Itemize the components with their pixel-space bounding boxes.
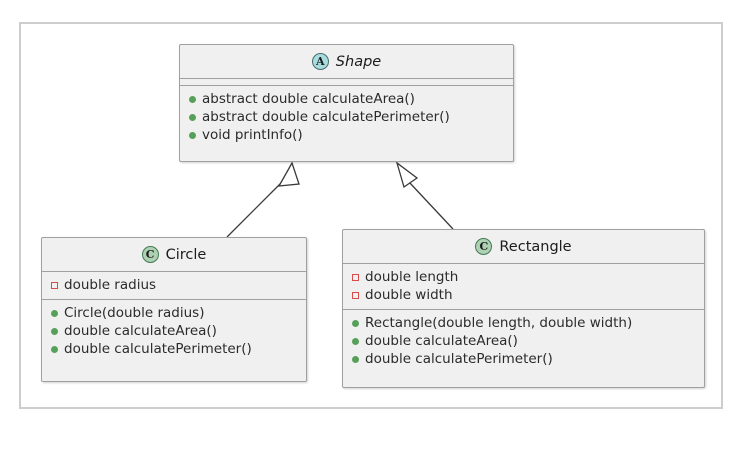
class-box-shape[interactable]: A Shape abstract double calculateArea() … — [179, 44, 514, 162]
methods-compartment-circle: Circle(double radius) double calculateAr… — [42, 300, 306, 363]
method-label: Rectangle(double length, double width) — [365, 315, 633, 331]
public-method-icon — [352, 319, 359, 327]
header-divider-circle — [42, 271, 306, 272]
method-row: abstract double calculatePerimeter() — [180, 108, 513, 126]
attribute-row: double length — [343, 268, 704, 286]
class-box-circle[interactable]: C Circle double radius Circle(double rad… — [41, 237, 307, 382]
class-title-rectangle: Rectangle — [499, 238, 572, 255]
method-label: double calculatePerimeter() — [365, 351, 553, 367]
private-field-icon — [352, 273, 359, 281]
class-header-rectangle: C Rectangle — [343, 230, 704, 263]
attributes-compartment-circle: double radius — [42, 272, 306, 299]
private-field-icon — [51, 281, 58, 289]
method-row: void printInfo() — [180, 126, 513, 144]
method-label: abstract double calculateArea() — [202, 91, 415, 107]
class-title-circle: Circle — [165, 246, 207, 263]
method-label: double calculatePerimeter() — [64, 341, 252, 357]
method-label: abstract double calculatePerimeter() — [202, 109, 450, 125]
private-field-icon — [352, 291, 359, 299]
method-row: Circle(double radius) — [42, 304, 306, 322]
public-method-icon — [51, 309, 58, 317]
method-label: double calculateArea() — [64, 323, 217, 339]
public-method-icon — [189, 131, 196, 139]
method-row: abstract double calculateArea() — [180, 90, 513, 108]
attributes-divider-rectangle — [343, 309, 704, 310]
attributes-divider-shape — [180, 85, 513, 86]
concrete-class-icon: C — [141, 246, 159, 263]
method-row: double calculatePerimeter() — [42, 340, 306, 358]
public-method-icon — [189, 95, 196, 103]
methods-compartment-rectangle: Rectangle(double length, double width) d… — [343, 310, 704, 373]
attribute-label: double width — [365, 287, 453, 303]
attribute-row: double width — [343, 286, 704, 304]
concrete-class-icon: C — [475, 238, 493, 255]
attribute-label: double length — [365, 269, 459, 285]
method-label: void printInfo() — [202, 127, 303, 143]
attribute-label: double radius — [64, 277, 157, 293]
methods-compartment-shape: abstract double calculateArea() abstract… — [180, 86, 513, 149]
public-method-icon — [51, 327, 58, 335]
method-row: double calculatePerimeter() — [343, 350, 704, 368]
public-method-icon — [189, 113, 196, 121]
method-row: double calculateArea() — [343, 332, 704, 350]
attribute-row: double radius — [42, 276, 306, 294]
method-label: double calculateArea() — [365, 333, 518, 349]
class-title-shape: Shape — [335, 53, 382, 70]
method-row: Rectangle(double length, double width) — [343, 314, 704, 332]
header-divider-rectangle — [343, 263, 704, 264]
method-label: Circle(double radius) — [64, 305, 205, 321]
header-divider-shape — [180, 78, 513, 79]
abstract-class-icon: A — [311, 53, 329, 70]
public-method-icon — [352, 355, 359, 363]
class-box-rectangle[interactable]: C Rectangle double length double width R… — [342, 229, 705, 388]
attributes-divider-circle — [42, 299, 306, 300]
public-method-icon — [51, 345, 58, 353]
class-header-shape: A Shape — [180, 45, 513, 78]
class-header-circle: C Circle — [42, 238, 306, 271]
attributes-compartment-rectangle: double length double width — [343, 264, 704, 309]
public-method-icon — [352, 337, 359, 345]
method-row: double calculateArea() — [42, 322, 306, 340]
